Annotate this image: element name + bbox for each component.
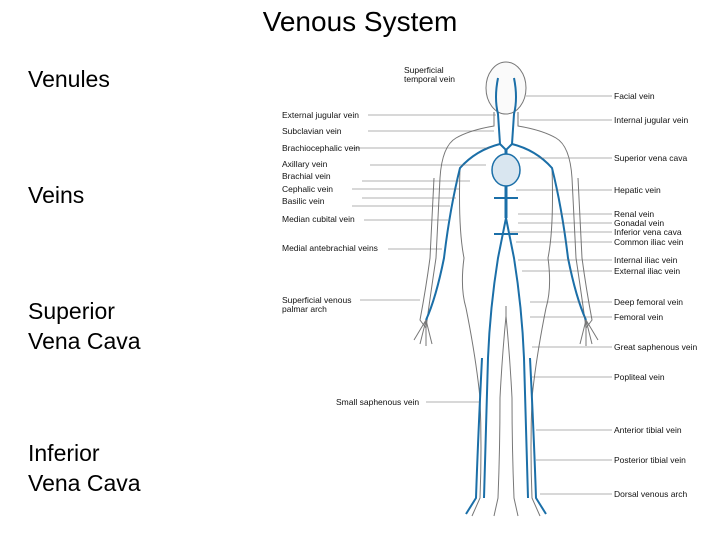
label-brachiocephalic-vein: Brachiocephalic vein bbox=[282, 144, 360, 153]
body-figure bbox=[280, 58, 712, 520]
label-internal-jugular-vein: Internal jugular vein bbox=[614, 116, 688, 125]
venous-system-diagram: Superficial temporal vein External jugul… bbox=[280, 58, 712, 520]
bullet-superior-vena-cava: Superior Vena Cava bbox=[28, 296, 268, 356]
label-medial-antebrachial-veins: Medial antebrachial veins bbox=[282, 244, 378, 253]
label-superficial-temporal-vein: Superficial temporal vein bbox=[404, 66, 455, 84]
label-inferior-vena-cava: Inferior vena cava bbox=[614, 228, 682, 237]
body-outline bbox=[414, 62, 598, 516]
label-subclavian-vein: Subclavian vein bbox=[282, 127, 342, 136]
leader-lines bbox=[352, 96, 612, 494]
label-facial-vein: Facial vein bbox=[614, 92, 655, 101]
bullet-venules: Venules bbox=[28, 64, 268, 94]
label-cephalic-vein: Cephalic vein bbox=[282, 185, 333, 194]
label-anterior-tibial-vein: Anterior tibial vein bbox=[614, 426, 682, 435]
label-small-saphenous-vein: Small saphenous vein bbox=[336, 398, 419, 407]
label-great-saphenous-vein: Great saphenous vein bbox=[614, 343, 697, 352]
label-brachial-vein: Brachial vein bbox=[282, 172, 331, 181]
heart bbox=[492, 154, 520, 186]
label-axillary-vein: Axillary vein bbox=[282, 160, 327, 169]
label-popliteal-vein: Popliteal vein bbox=[614, 373, 665, 382]
label-femoral-vein: Femoral vein bbox=[614, 313, 663, 322]
label-basilic-vein: Basilic vein bbox=[282, 197, 325, 206]
label-hepatic-vein: Hepatic vein bbox=[614, 186, 661, 195]
label-superior-vena-cava: Superior vena cava bbox=[614, 154, 687, 163]
label-external-iliac-vein: External iliac vein bbox=[614, 267, 680, 276]
slide-title: Venous System bbox=[0, 6, 720, 38]
label-posterior-tibial-vein: Posterior tibial vein bbox=[614, 456, 686, 465]
bullet-veins: Veins bbox=[28, 180, 268, 210]
bullet-inferior-vena-cava: Inferior Vena Cava bbox=[28, 438, 268, 498]
label-internal-iliac-vein: Internal iliac vein bbox=[614, 256, 677, 265]
label-dorsal-venous-arch: Dorsal venous arch bbox=[614, 490, 687, 499]
label-external-jugular-vein: External jugular vein bbox=[282, 111, 359, 120]
label-common-iliac-vein: Common iliac vein bbox=[614, 238, 683, 247]
label-median-cubital-vein: Median cubital vein bbox=[282, 215, 355, 224]
label-deep-femoral-vein: Deep femoral vein bbox=[614, 298, 683, 307]
label-superficial-venous-palmar-arch: Superficial venous palmar arch bbox=[282, 296, 351, 314]
